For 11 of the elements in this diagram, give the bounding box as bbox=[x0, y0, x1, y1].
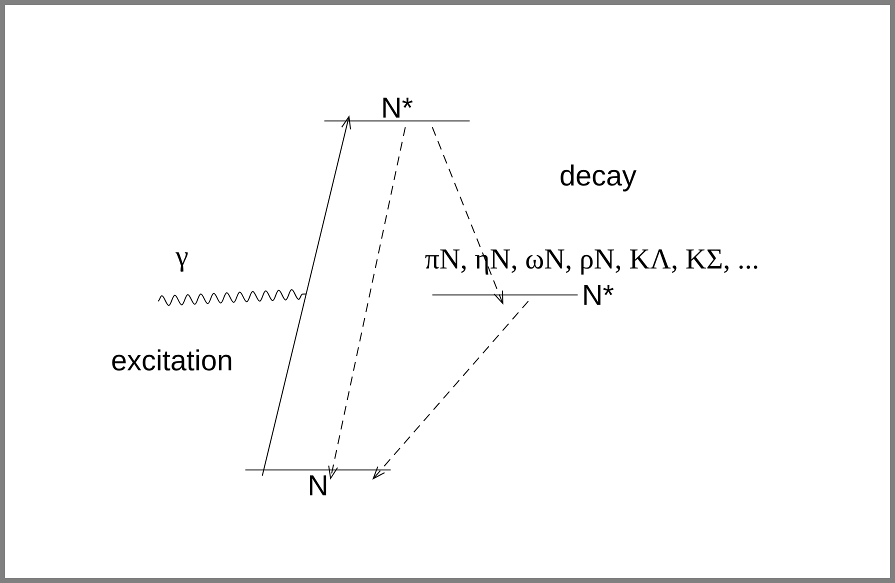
photon-symbol: γ bbox=[176, 252, 188, 272]
energy-level: N bbox=[244, 470, 392, 496]
excitation-label: excitation bbox=[112, 349, 232, 371]
arrow bbox=[262, 115, 352, 476]
decay-channels-label: πN, ηN, ωN, ρN, KΛ, KΣ, ... bbox=[425, 249, 758, 275]
arrow bbox=[432, 126, 504, 305]
arrow bbox=[372, 300, 529, 480]
arrow bbox=[328, 126, 406, 480]
energy-level: N* bbox=[324, 98, 470, 122]
decay-label: decay bbox=[560, 164, 636, 192]
energy-level: N* bbox=[432, 285, 614, 305]
